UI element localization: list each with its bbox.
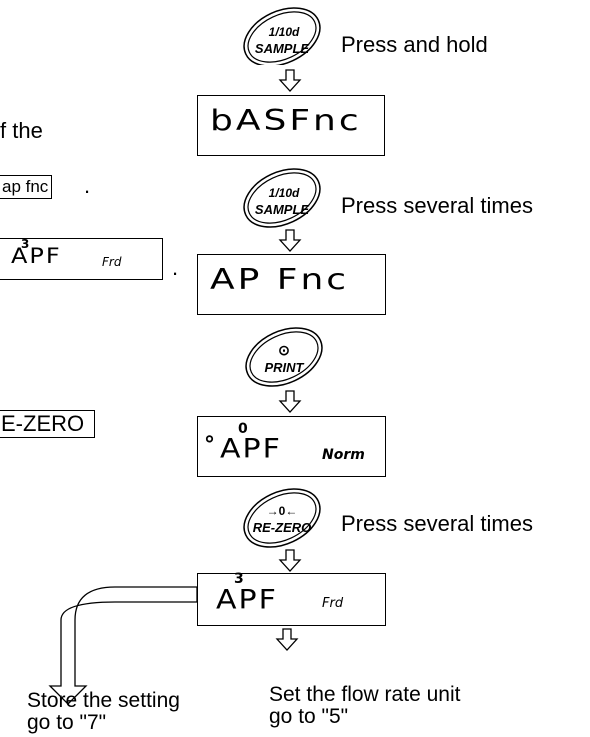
outcome-store-line1: Store the setting	[27, 689, 180, 712]
mini-display-sub: Frd	[102, 255, 122, 269]
sample-key-top-label-2: 1/10d	[269, 186, 300, 200]
down-arrow-5	[275, 628, 299, 651]
display-apf-norm-main: APF	[220, 433, 282, 465]
outcome-set-line1: Set the flow rate unit	[269, 683, 461, 706]
rezero-key-symbol: →0←	[267, 504, 298, 518]
display-apf-frd: 3 APF Frd	[197, 571, 386, 626]
mini-display-main: APF	[11, 243, 62, 269]
display-ap-fnc-text: AP Fnc	[210, 264, 350, 296]
print-key-symbol: ⊙	[278, 342, 290, 358]
rezero-key-icon: →0← RE-ZERO	[243, 488, 321, 548]
sample-key-icon: 1/10d SAMPLE	[243, 7, 321, 65]
display-apf-norm-sub: Norm	[322, 447, 365, 463]
print-key-icon: ⊙ PRINT	[245, 327, 323, 387]
instruction-press-and-hold: Press and hold	[341, 32, 488, 57]
display-apf-norm-dot: °	[204, 433, 215, 458]
sample-key-label-2: SAMPLE	[255, 202, 310, 217]
outcome-set-line2: go to "5"	[269, 705, 349, 728]
display-basfnc: bASFnc	[197, 95, 385, 156]
down-arrow-3	[278, 390, 302, 413]
sample-key-top-label: 1/10d	[269, 25, 300, 39]
outcome-store-line2: go to "7"	[27, 711, 107, 734]
outcome-store-setting: Store the setting go to "7"	[27, 690, 180, 734]
down-arrow-2	[278, 229, 302, 252]
outcome-set-flow-rate: Set the flow rate unit go to "5"	[269, 684, 460, 728]
period: .	[84, 173, 91, 198]
partial-text-of-the: f the	[0, 118, 43, 143]
down-arrow-4	[278, 549, 302, 572]
sample-key-icon-2: 1/10d SAMPLE	[243, 168, 321, 228]
mini-display-apf-frd: 3 APF Frd	[0, 237, 163, 280]
display-apf-frd-sup: 3	[234, 571, 244, 587]
mini-display-sup: 3	[21, 237, 30, 251]
display-ap-fnc: AP Fnc	[197, 254, 386, 315]
instruction-press-several-times-1: Press several times	[341, 193, 533, 218]
display-apf-norm: ° 0 APF Norm	[197, 416, 386, 477]
sample-key-label: SAMPLE	[255, 41, 310, 56]
display-apf-frd-sub: Frd	[322, 596, 344, 611]
boxed-key-rezero: E-ZERO	[0, 410, 96, 438]
display-apf-norm-sup: 0	[238, 421, 248, 437]
boxed-code-ap-fnc: ap fnc	[0, 175, 53, 199]
branch-arrow-left	[48, 586, 198, 705]
period-2: .	[172, 255, 179, 280]
display-basfnc-text: bASFnc	[210, 105, 362, 137]
down-arrow-1	[278, 69, 302, 92]
rezero-key-label: RE-ZERO	[253, 520, 312, 535]
print-key-label: PRINT	[265, 360, 305, 375]
instruction-press-several-times-2: Press several times	[341, 511, 533, 536]
display-apf-frd-main: APF	[216, 584, 278, 616]
